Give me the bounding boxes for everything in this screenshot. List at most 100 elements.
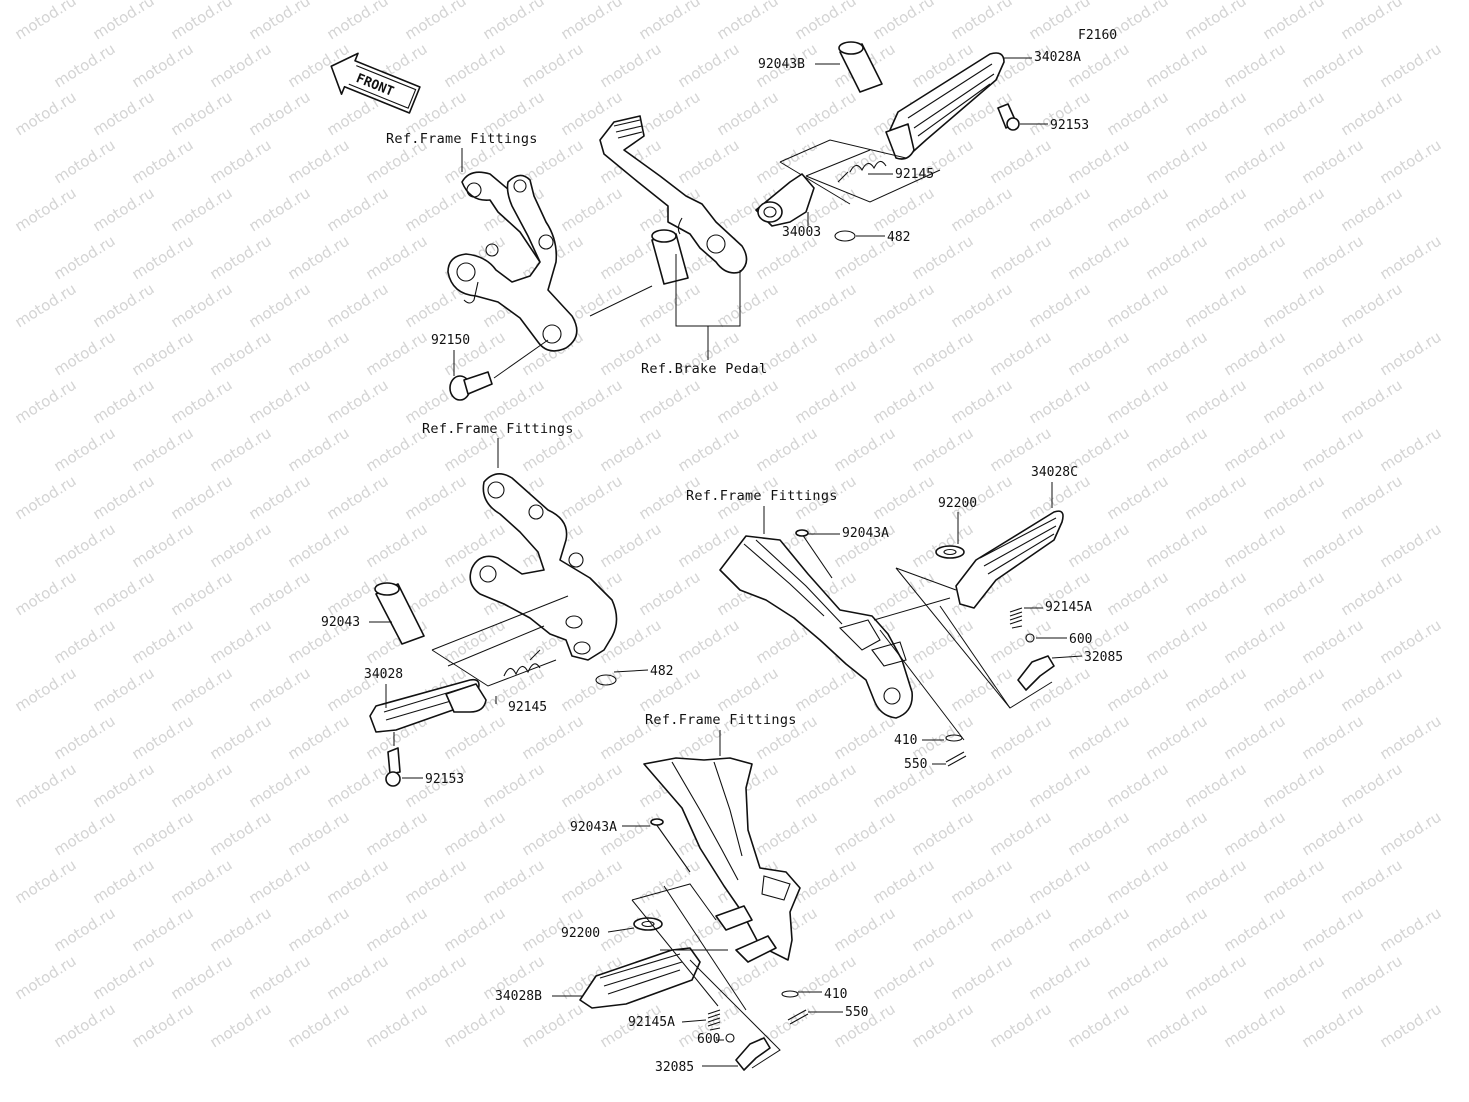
watermark-text: motod.ru — [51, 520, 119, 572]
watermark-text: motod.ru — [324, 952, 392, 1004]
watermark-text: motod.ru — [870, 0, 938, 43]
watermark-text: motod.ru — [129, 232, 197, 284]
spring-92145-mid — [503, 663, 541, 677]
washer-92200-bottom — [633, 917, 663, 931]
watermark-text: motod.ru — [1299, 712, 1367, 764]
watermark-text: motod.ru — [1377, 616, 1445, 668]
watermark-text: motod.ru — [792, 88, 860, 140]
watermark-text: motod.ru — [987, 1000, 1055, 1052]
watermark-text: motod.ru — [1377, 808, 1445, 860]
ref-frame-fittings-2: Ref.Frame Fittings — [422, 421, 574, 437]
watermark-text: motod.ru — [1104, 760, 1172, 812]
watermark-text: motod.ru — [1104, 952, 1172, 1004]
watermark-text: motod.ru — [831, 904, 899, 956]
watermark-text: motod.ru — [870, 376, 938, 428]
watermark-text: motod.ru — [1221, 136, 1289, 188]
rider-step-bracket — [447, 171, 578, 352]
watermark-text: motod.ru — [714, 376, 782, 428]
watermark-text: motod.ru — [324, 0, 392, 43]
watermark-text: motod.ru — [129, 40, 197, 92]
watermark-text: motod.ru — [909, 1000, 977, 1052]
watermark-text: motod.ru — [1221, 328, 1289, 380]
ref-frame-fittings-4: Ref.Frame Fittings — [645, 712, 797, 728]
watermark-text: motod.ru — [1338, 280, 1406, 332]
washer-92200-right — [935, 545, 965, 559]
watermark-text: motod.ru — [909, 520, 977, 572]
watermark-text: motod.ru — [597, 40, 665, 92]
ball-600-bottom — [725, 1033, 735, 1043]
watermark-text: motod.ru — [90, 184, 158, 236]
label-92153-mid: 92153 — [425, 772, 464, 787]
watermark-text: motod.ru — [1104, 184, 1172, 236]
watermark-text: motod.ru — [441, 40, 509, 92]
watermark-text: motod.ru — [1104, 568, 1172, 620]
spring-92145a-bottom — [707, 1009, 721, 1031]
watermark-text: motod.ru — [168, 760, 236, 812]
watermark-text: motod.ru — [519, 712, 587, 764]
watermark-text: motod.ru — [207, 904, 275, 956]
watermark-text: motod.ru — [1377, 136, 1445, 188]
watermark-text: motod.ru — [90, 664, 158, 716]
ball-600-right — [1025, 633, 1035, 643]
watermark-text: motod.ru — [51, 616, 119, 668]
watermark-text: motod.ru — [675, 40, 743, 92]
watermark-text: motod.ru — [207, 328, 275, 380]
watermark-text: motod.ru — [207, 232, 275, 284]
label-92200-right: 92200 — [938, 496, 977, 511]
watermark-text: motod.ru — [1143, 136, 1211, 188]
watermark-text: motod.ru — [363, 1000, 431, 1052]
label-92153-top: 92153 — [1050, 118, 1089, 133]
watermark-text: motod.ru — [285, 136, 353, 188]
label-34028c: 34028C — [1031, 465, 1078, 480]
watermark-text: motod.ru — [285, 424, 353, 476]
label-92150: 92150 — [431, 333, 470, 348]
watermark-text: motod.ru — [1065, 520, 1133, 572]
watermark-text: motod.ru — [129, 712, 197, 764]
label-550-right: 550 — [904, 757, 927, 772]
watermark-text: motod.ru — [1104, 376, 1172, 428]
watermark-text: motod.ru — [246, 760, 314, 812]
watermark-text: motod.ru — [1338, 472, 1406, 524]
label-92043b: 92043B — [758, 57, 805, 72]
bolt-92153-top — [997, 103, 1020, 131]
label-34003: 34003 — [782, 225, 821, 240]
watermark-text: motod.ru — [51, 40, 119, 92]
watermark-text: motod.ru — [90, 760, 158, 812]
stopper-32085-bottom — [735, 1037, 771, 1071]
watermark-text: motod.ru — [987, 808, 1055, 860]
ref-brake-pedal: Ref.Brake Pedal — [641, 361, 767, 377]
watermark-text: motod.ru — [909, 904, 977, 956]
watermark-text: motod.ru — [1065, 904, 1133, 956]
watermark-text: motod.ru — [246, 664, 314, 716]
watermark-text: motod.ru — [1221, 712, 1289, 764]
watermark-text: motod.ru — [207, 520, 275, 572]
watermark-text: motod.ru — [636, 376, 704, 428]
footpeg-34028a — [885, 52, 1005, 160]
watermark-text: motod.ru — [1143, 328, 1211, 380]
front-arrow-icon: FRONT — [330, 52, 421, 114]
watermark-text: motod.ru — [1104, 280, 1172, 332]
cotter-410-bottom — [781, 990, 799, 998]
watermark-text: motod.ru — [1143, 40, 1211, 92]
watermark-text: motod.ru — [792, 0, 860, 43]
watermark-text: motod.ru — [1065, 712, 1133, 764]
cotter-410-right — [945, 734, 963, 742]
watermark-text: motod.ru — [1065, 1000, 1133, 1052]
label-32085-right: 32085 — [1084, 650, 1123, 665]
watermark-text: motod.ru — [558, 664, 626, 716]
watermark-text: motod.ru — [1377, 712, 1445, 764]
watermark-text: motod.ru — [1338, 0, 1406, 43]
watermark-text: motod.ru — [1182, 376, 1250, 428]
label-34028: 34028 — [364, 667, 403, 682]
pin-92043a-right — [795, 529, 833, 579]
watermark-text: motod.ru — [168, 472, 236, 524]
watermark-text: motod.ru — [870, 472, 938, 524]
watermark-text: motod.ru — [402, 0, 470, 43]
stopper-32085-right — [1017, 655, 1055, 691]
circlip-482-top — [834, 230, 856, 242]
watermark-text: motod.ru — [129, 520, 197, 572]
watermark-text: motod.ru — [1221, 424, 1289, 476]
pin-92043b — [838, 41, 883, 93]
watermark-text: motod.ru — [90, 568, 158, 620]
